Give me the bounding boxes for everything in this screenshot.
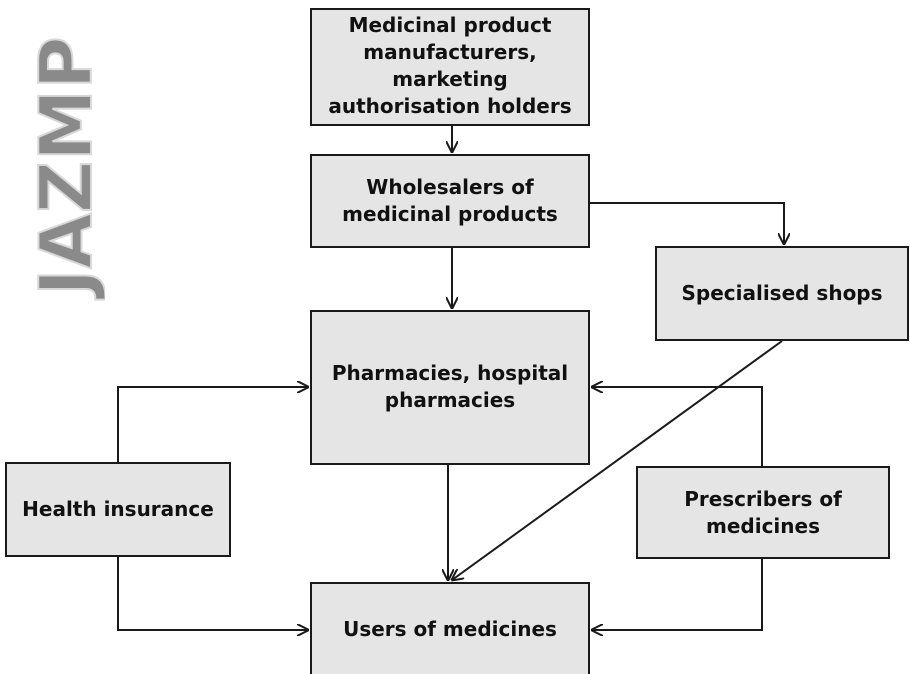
node-manufacturers: Medicinal product manufacturers, marketi… [310,8,590,126]
edge-prescribers-to-pharmacies [592,387,763,466]
logo-text: JAZMP [25,36,105,300]
edge-wholesalers-to-specialised-shops [590,202,784,244]
node-pharmacies: Pharmacies, hospital pharmacies [310,310,590,465]
edge-health-insurance-to-pharmacies [117,387,308,462]
node-users: Users of medicines [310,582,590,674]
edge-specialised-shops-to-users [452,340,783,580]
edge-prescribers-to-users [592,559,763,630]
node-prescribers: Prescribers of medicines [636,466,890,559]
jazmp-logo: JAZMP [25,35,105,301]
edge-health-insurance-to-users [117,557,308,630]
node-wholesalers: Wholesalers of medicinal products [310,154,590,248]
node-health-insurance: Health insurance [5,462,231,557]
node-specialised-shops: Specialised shops [655,246,909,341]
